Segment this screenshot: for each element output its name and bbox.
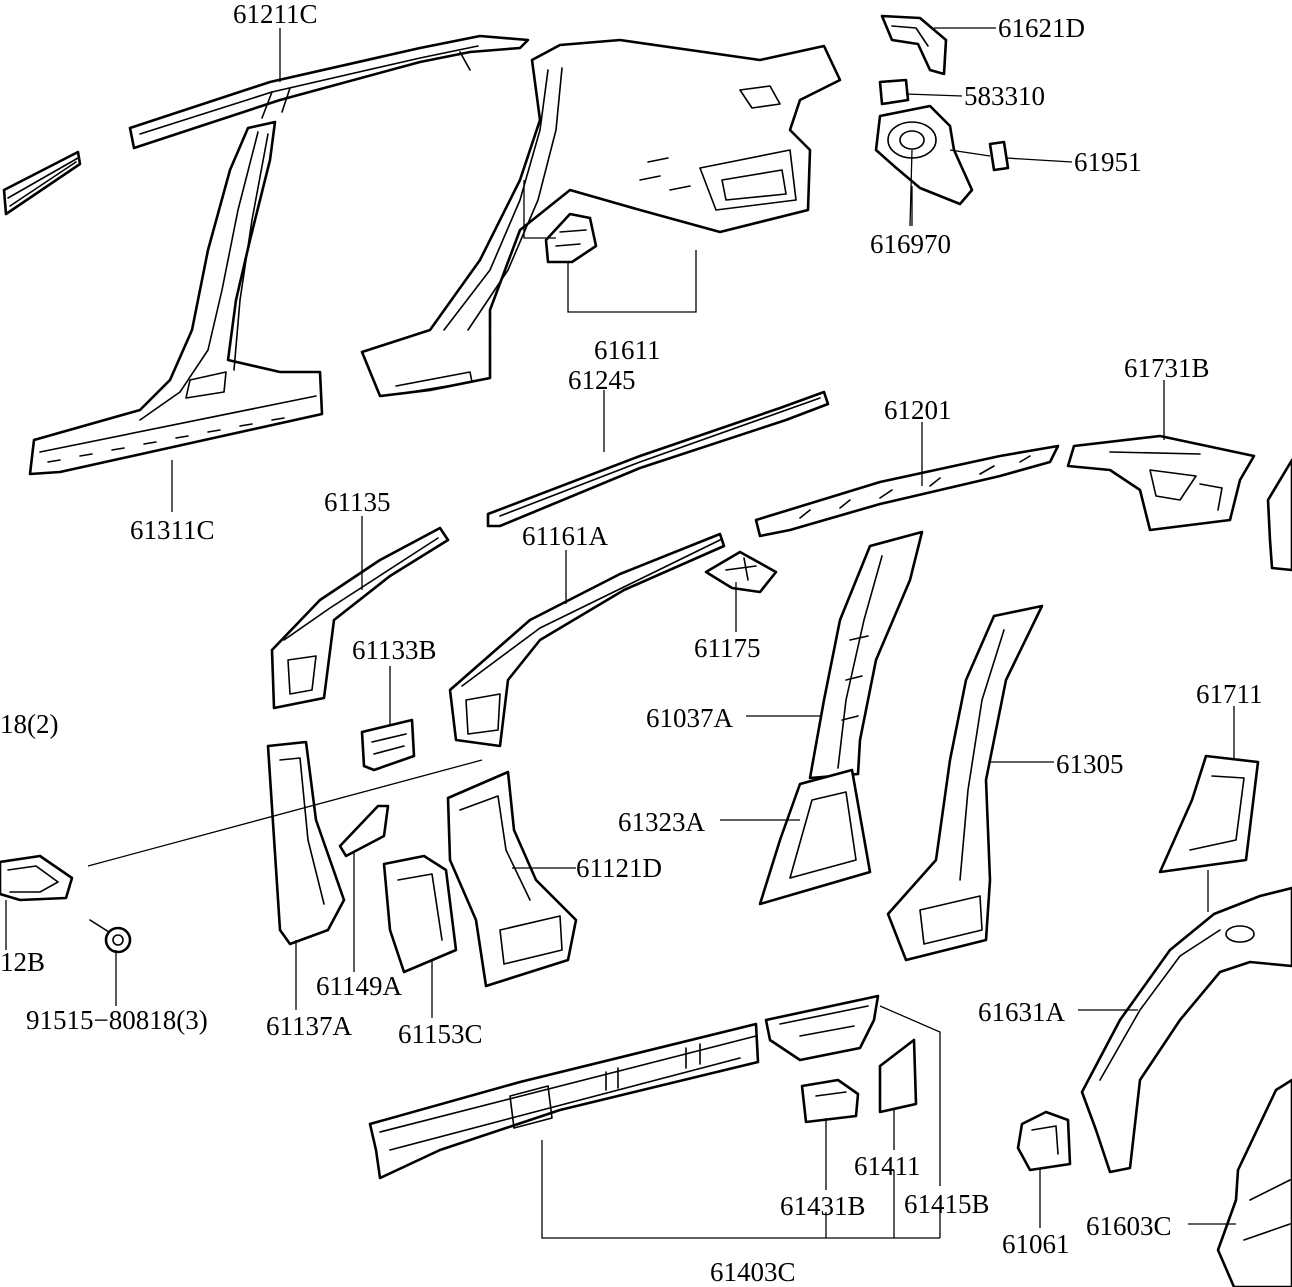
label-61415b: 61415B xyxy=(904,1189,990,1219)
part-bolt-91515-80818 xyxy=(89,919,132,954)
label-61121d: 61121D xyxy=(576,853,662,883)
part-right-edge-bracket xyxy=(1266,458,1292,572)
label-18-2: 18(2) xyxy=(0,709,59,739)
part-61121d xyxy=(446,770,578,988)
part-61133b xyxy=(360,718,416,772)
part-61631a xyxy=(1080,886,1292,1174)
part-61431b xyxy=(800,1078,860,1124)
label-61951: 61951 xyxy=(1074,147,1142,177)
part-61411 xyxy=(878,1038,918,1114)
part-61603c xyxy=(1216,1078,1292,1287)
label-61731b: 61731B xyxy=(1124,353,1210,383)
part-61711 xyxy=(1158,754,1260,874)
part-12b xyxy=(0,854,74,902)
part-61153c xyxy=(382,854,458,974)
label-12b: 12B xyxy=(0,947,46,977)
part-583310 xyxy=(878,78,910,106)
label-61137a: 61137A xyxy=(266,1011,352,1041)
label-61403c: 61403C xyxy=(710,1257,796,1287)
label-61631a: 61631A xyxy=(978,997,1065,1027)
part-61161a xyxy=(448,532,726,748)
label-61149a: 61149A xyxy=(316,971,402,1001)
label-61061: 61061 xyxy=(1002,1229,1070,1259)
label-616970: 616970 xyxy=(870,229,951,259)
part-61731b xyxy=(1066,434,1256,532)
part-61201 xyxy=(754,444,1060,538)
label-61201: 61201 xyxy=(884,395,952,425)
label-61431b: 61431B xyxy=(780,1191,866,1221)
label-61135: 61135 xyxy=(324,487,391,517)
part-61611 xyxy=(544,212,598,264)
part-61951 xyxy=(988,140,1010,172)
label-61411: 61411 xyxy=(854,1151,921,1181)
part-61037a xyxy=(808,530,924,780)
part-61175 xyxy=(704,550,778,594)
label-61603c: 61603C xyxy=(1086,1211,1172,1241)
label-61711: 61711 xyxy=(1196,679,1263,709)
label-61175: 61175 xyxy=(694,633,761,663)
label-61305: 61305 xyxy=(1056,749,1124,779)
part-61211c xyxy=(128,34,530,150)
part-616970 xyxy=(874,104,974,206)
label-583310: 583310 xyxy=(964,81,1045,111)
label-61037a: 61037A xyxy=(646,703,733,733)
part-61323a xyxy=(758,768,872,906)
part-61415b xyxy=(764,994,880,1062)
label-61153c: 61153C xyxy=(398,1019,483,1049)
part-61311c xyxy=(28,120,324,476)
label-61621d: 61621D xyxy=(998,13,1085,43)
part-61137a xyxy=(266,740,346,946)
part-61305 xyxy=(886,604,1044,962)
part-quarter-outer xyxy=(360,38,842,398)
part-61403c xyxy=(368,1022,760,1180)
label-61311c: 61311C xyxy=(130,515,215,545)
part-61149a xyxy=(338,804,390,858)
label-61611: 61611 xyxy=(594,335,661,365)
label-61161a: 61161A xyxy=(522,521,608,551)
part-61621d xyxy=(880,14,948,76)
part-61245 xyxy=(486,390,830,528)
part-61135 xyxy=(270,526,450,710)
part-left-edge-strip xyxy=(2,150,82,216)
label-61245: 61245 xyxy=(568,365,636,395)
part-61061 xyxy=(1016,1110,1072,1172)
label-61323a: 61323A xyxy=(618,807,705,837)
label-61133b: 61133B xyxy=(352,635,437,665)
label-91515-80818-3: 91515−80818(3) xyxy=(26,1005,208,1035)
label-61211c: 61211C xyxy=(233,0,318,29)
leader-lines xyxy=(5,27,1236,1239)
